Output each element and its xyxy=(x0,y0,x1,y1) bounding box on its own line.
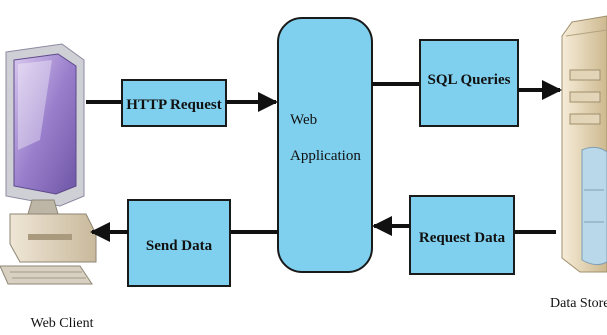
request-data-label: Request Data xyxy=(419,230,506,246)
http-request-box xyxy=(121,79,227,127)
request-data-box xyxy=(409,195,515,275)
web-application-label-line1: Web xyxy=(290,112,317,128)
data-store-label: Data Store xyxy=(550,296,607,311)
sql-queries-label: SQL Queries xyxy=(428,72,511,88)
server-tower-icon xyxy=(561,15,607,273)
send-data-label: Send Data xyxy=(146,238,213,254)
web-application-label-line2: Application xyxy=(290,148,361,164)
desktop-computer-icon xyxy=(0,43,97,285)
http-request-label: HTTP Request xyxy=(126,97,221,113)
web-client-label: Web Client xyxy=(30,316,93,331)
send-data-box xyxy=(127,199,231,287)
sql-queries-box xyxy=(419,39,519,127)
web-application-box xyxy=(277,17,373,273)
